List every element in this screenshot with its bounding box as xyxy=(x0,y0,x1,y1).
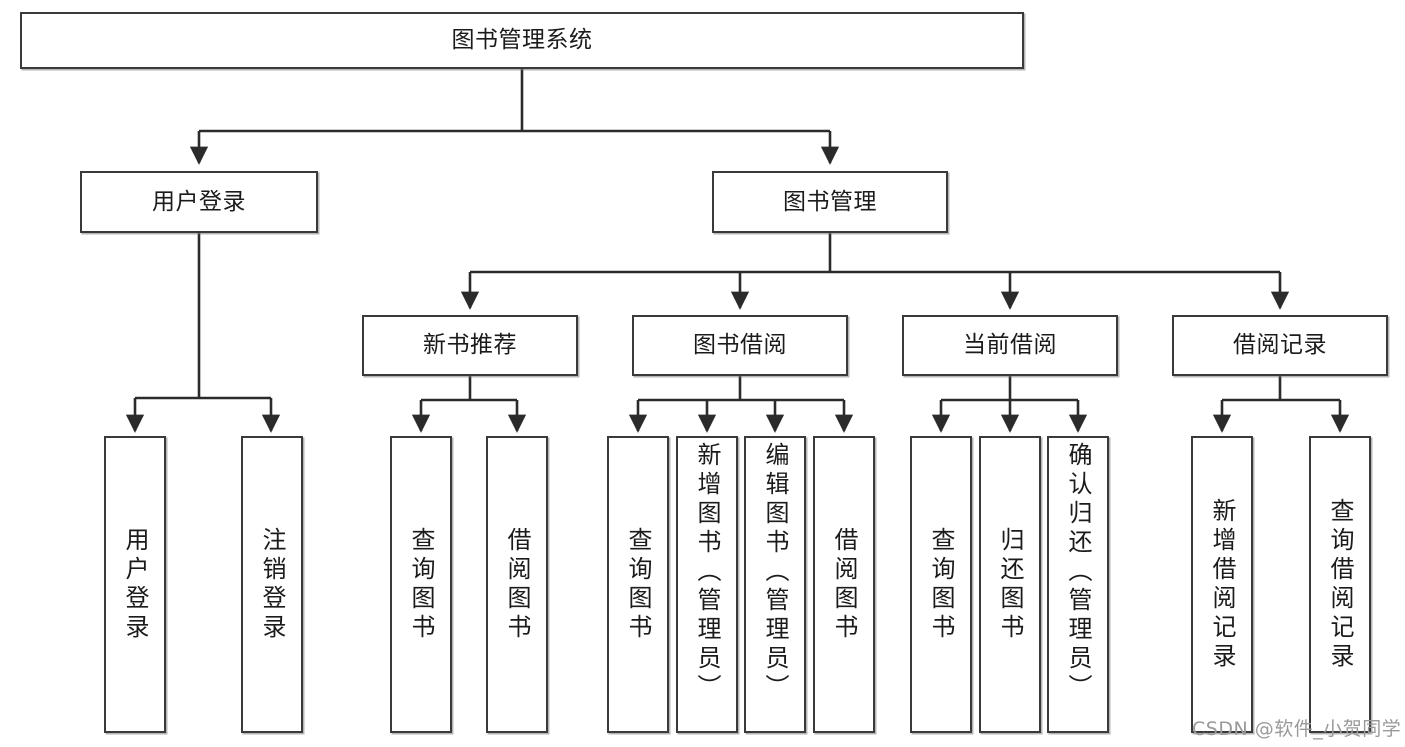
node-label: 借阅图书 xyxy=(503,526,531,643)
leaf-current-query-book[interactable]: 查询图书 xyxy=(910,436,972,733)
node-label: 查询图书 xyxy=(407,526,435,643)
node-label: 确认归还（管理员） xyxy=(1064,442,1092,703)
node-book-borrow[interactable]: 图书借阅 xyxy=(632,315,848,376)
leaf-recommend-query-book[interactable]: 查询图书 xyxy=(390,436,452,733)
node-label: 图书借阅 xyxy=(693,332,787,359)
node-label: 注销登录 xyxy=(258,526,286,643)
node-label: 查询图书 xyxy=(624,526,652,643)
leaf-record-add-record[interactable]: 新增借阅记录 xyxy=(1191,436,1253,733)
node-borrow-record[interactable]: 借阅记录 xyxy=(1172,315,1388,376)
node-book-management[interactable]: 图书管理 xyxy=(712,171,948,233)
node-root-system[interactable]: 图书管理系统 xyxy=(20,12,1024,69)
leaf-borrow-query-book[interactable]: 查询图书 xyxy=(607,436,669,733)
node-label: 归还图书 xyxy=(996,526,1024,643)
leaf-recommend-borrow-book[interactable]: 借阅图书 xyxy=(486,436,548,733)
node-label: 图书管理 xyxy=(783,188,877,215)
node-new-book-recommend[interactable]: 新书推荐 xyxy=(362,315,578,376)
leaf-user-login-login[interactable]: 用户登录 xyxy=(104,436,166,733)
leaf-current-return-book[interactable]: 归还图书 xyxy=(979,436,1041,733)
node-label: 查询图书 xyxy=(927,526,955,643)
node-label: 用户登录 xyxy=(121,526,149,643)
leaf-current-confirm-return-admin[interactable]: 确认归还（管理员） xyxy=(1047,436,1109,733)
node-current-borrow[interactable]: 当前借阅 xyxy=(902,315,1118,376)
node-label: 新增图书（管理员） xyxy=(693,442,721,703)
node-user-login[interactable]: 用户登录 xyxy=(80,171,318,233)
leaf-borrow-edit-book-admin[interactable]: 编辑图书（管理员） xyxy=(744,436,806,733)
node-label: 查询借阅记录 xyxy=(1326,497,1354,672)
leaf-user-login-logout[interactable]: 注销登录 xyxy=(241,436,303,733)
leaf-borrow-add-book-admin[interactable]: 新增图书（管理员） xyxy=(676,436,738,733)
node-label: 新增借阅记录 xyxy=(1208,497,1236,672)
node-label: 当前借阅 xyxy=(963,332,1057,359)
node-label: 编辑图书（管理员） xyxy=(761,442,789,703)
node-label: 图书管理系统 xyxy=(451,27,593,54)
node-label: 用户登录 xyxy=(152,188,246,215)
node-label: 借阅图书 xyxy=(830,526,858,643)
leaf-record-query-record[interactable]: 查询借阅记录 xyxy=(1309,436,1371,733)
leaf-borrow-borrow-book[interactable]: 借阅图书 xyxy=(813,436,875,733)
node-label: 新书推荐 xyxy=(423,332,517,359)
csdn-watermark: CSDN @软件_小贺同学 xyxy=(1192,718,1402,740)
node-label: 借阅记录 xyxy=(1233,332,1327,359)
